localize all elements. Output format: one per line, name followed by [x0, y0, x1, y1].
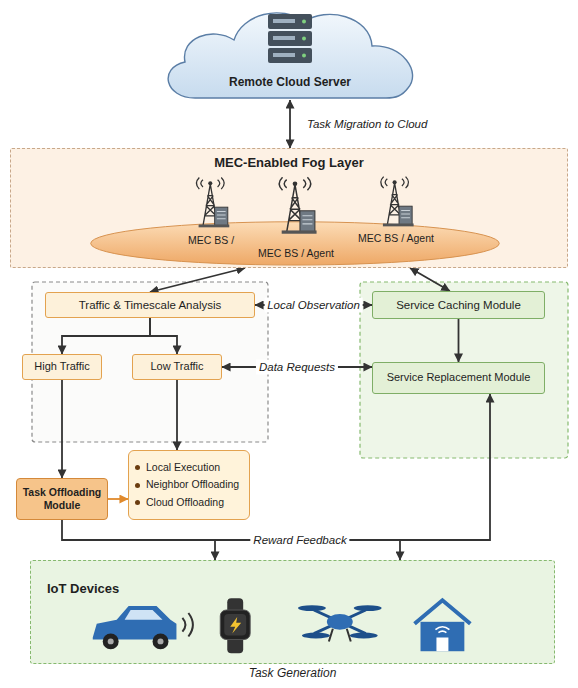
rect-part — [268, 14, 312, 29]
connector-arrow — [410, 268, 450, 291]
rect-part — [273, 19, 295, 23]
server-icon — [268, 14, 312, 63]
node-label: IoT Devices — [47, 581, 119, 597]
bullet-dot — [135, 500, 140, 505]
replacement-box: Service Replacement Module — [372, 362, 545, 394]
node-label: Low Traffic — [151, 360, 204, 374]
list-row: Cloud Offloading — [135, 496, 224, 509]
node-label: Service Caching Module — [396, 298, 521, 312]
ellipse-part — [354, 605, 382, 611]
fog-layer-band: MEC-Enabled Fog LayerMEC BS / MEC BS / Ag… — [10, 148, 568, 268]
node-label: Remote Cloud Server — [229, 75, 351, 90]
node-label: High Traffic — [34, 360, 89, 374]
caching-box: Service Caching Module — [372, 291, 545, 319]
traffic-box: High Traffic — [22, 354, 102, 380]
node-label: Task Offloading Module — [21, 486, 103, 512]
fog-platform — [91, 222, 500, 265]
connector-arrow — [400, 394, 490, 560]
drone-icon — [298, 605, 382, 641]
iot-band: IoT DevicesTask Generation — [30, 560, 555, 664]
connector-arrow — [176, 380, 178, 450]
cloud-shape — [168, 13, 412, 98]
node-label: MEC-Enabled Fog Layer — [214, 155, 364, 171]
analysis-box: Traffic & Timescale Analysis — [45, 292, 255, 318]
rect-part — [273, 36, 295, 40]
circle-part — [153, 634, 169, 650]
base-station-label: MEC BS / Agent — [251, 246, 341, 262]
connector-arrow — [108, 498, 128, 500]
node-label: MEC BS / Agent — [358, 232, 434, 245]
connector-arrow — [62, 520, 215, 560]
base-station-label: MEC BS / Agent — [351, 231, 441, 247]
rect-part — [220, 610, 250, 639]
connector-label: Reward Feedback — [250, 533, 349, 548]
list-row: Local Execution — [135, 461, 220, 474]
circle-part — [108, 638, 114, 644]
car-icon — [93, 606, 177, 649]
base-station-label: MEC BS / — [176, 233, 246, 249]
node-label: MEC BS / Agent — [258, 247, 334, 260]
path-part — [230, 617, 241, 634]
cloud-server: Remote Cloud Server — [150, 2, 430, 100]
tower-icon — [279, 177, 316, 234]
rect-part — [224, 614, 246, 636]
bullet-dot — [135, 465, 140, 470]
ellipse-part — [327, 614, 353, 630]
traffic-box: Low Traffic — [132, 354, 222, 380]
connector-arrow — [458, 319, 460, 362]
rect-part — [268, 31, 312, 46]
wireless-waves — [182, 613, 192, 637]
circle-part — [302, 54, 306, 58]
tower-icon — [196, 178, 229, 228]
connector-label: Data Requests — [256, 360, 338, 375]
path-part — [125, 610, 163, 620]
rect-part — [268, 48, 312, 63]
connector-label: Task Migration to Cloud — [304, 117, 430, 132]
rect-part — [273, 53, 295, 57]
left-group-frame — [32, 282, 268, 442]
ellipse-part — [350, 633, 378, 639]
list-row: Neighbor Offloading — [135, 478, 239, 491]
path-part — [314, 610, 366, 634]
circle-part — [302, 37, 306, 41]
reward-line — [215, 539, 400, 541]
node-label: MEC BS / — [188, 234, 234, 247]
watch-icon — [220, 598, 250, 653]
rect-part — [436, 638, 448, 652]
connector-arrow — [62, 318, 150, 354]
connector-arrow — [150, 268, 245, 292]
iot-illustration — [31, 561, 554, 663]
path-part — [329, 629, 351, 642]
rect-part — [421, 622, 465, 651]
connector-label: Local Observation — [264, 298, 363, 313]
house-icon — [415, 600, 471, 651]
circle-part — [302, 20, 306, 24]
connector-arrow — [222, 366, 372, 368]
node-label: Service Replacement Module — [387, 371, 531, 385]
path-part — [435, 627, 449, 633]
connector-arrow — [150, 318, 177, 354]
tower-icon — [381, 177, 414, 227]
ellipse-part — [298, 605, 326, 611]
connector-arrow — [255, 304, 372, 306]
path-part — [415, 600, 471, 624]
ellipse-part — [302, 633, 330, 639]
bullet-dot — [135, 483, 140, 488]
connector-arrow — [61, 380, 63, 478]
list-item-text: Cloud Offloading — [146, 496, 224, 509]
node-sublabel: Task Generation — [245, 666, 341, 681]
right-group-frame — [360, 282, 568, 458]
option-list-box: Local ExecutionNeighbor OffloadingCloud … — [128, 450, 250, 520]
list-item-text: Local Execution — [146, 461, 220, 474]
circle-part — [103, 634, 119, 650]
circle-part — [158, 638, 164, 644]
node-label: Traffic & Timescale Analysis — [79, 298, 222, 312]
list-item-text: Neighbor Offloading — [146, 478, 239, 491]
offloading-box: Task Offloading Module — [16, 478, 108, 520]
connector-arrow — [289, 100, 291, 148]
